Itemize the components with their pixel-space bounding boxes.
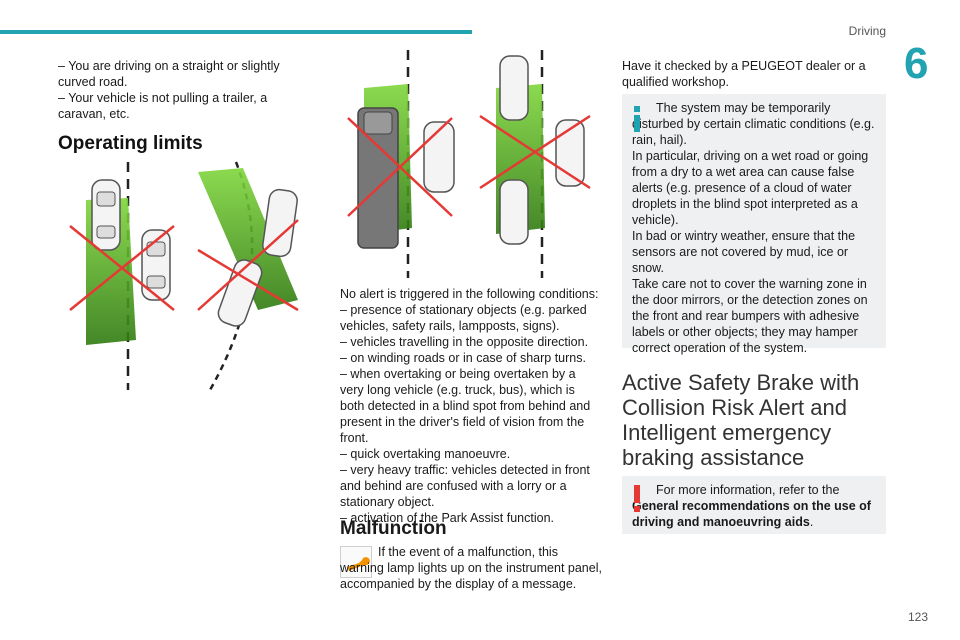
chapter-number: 6 xyxy=(904,39,929,88)
info-paragraph: In particular, driving on a wet road or … xyxy=(632,149,869,227)
list-item: – presence of stationary objects (e.g. p… xyxy=(340,303,587,333)
page-number: 123 xyxy=(907,610,928,624)
list-item: – activation of the Park Assist function… xyxy=(340,511,555,525)
conditions-list: – You are driving on a straight or sligh… xyxy=(58,58,318,122)
dealer-check-text: Have it checked by a PEUGEOT dealer or a… xyxy=(622,59,866,89)
list-item: – on winding roads or in case of sharp t… xyxy=(340,351,586,365)
info-note-box: The system may be temporarily disturbed … xyxy=(622,94,886,355)
list-item: – very heavy traffic: vehicles detected … xyxy=(340,463,590,509)
header-accent-bar xyxy=(0,30,472,34)
warning-text: For more information, refer to the Gener… xyxy=(632,482,876,530)
warning-link-text: General recommendations on the use of dr… xyxy=(632,499,871,529)
condition-line: – Your vehicle is not pulling a trailer,… xyxy=(58,91,268,121)
operating-limits-illustration-1 xyxy=(69,161,299,391)
list-item: – when overtaking or being overtaken by … xyxy=(340,367,591,445)
active-safety-brake-title: Active Safety Brake with Collision Risk … xyxy=(622,370,860,470)
warning-text-post: . xyxy=(809,515,814,529)
column-1: – You are driving on a straight or sligh… xyxy=(58,58,318,162)
info-paragraph: Take care not to cover the warning zone … xyxy=(632,277,868,355)
warning-text-pre: For more information, refer to the xyxy=(656,483,840,497)
no-alert-conditions: No alert is triggered in the following c… xyxy=(340,286,602,526)
wrench-warning-icon xyxy=(340,546,372,578)
exclamation-icon xyxy=(634,485,640,512)
operating-limits-heading: Operating limits xyxy=(58,133,203,154)
malfunction-heading: Malfunction xyxy=(340,518,447,539)
operating-limits-illustration-2 xyxy=(347,50,591,278)
condition-line: – You are driving on a straight or sligh… xyxy=(58,59,280,89)
warning-note-box: For more information, refer to the Gener… xyxy=(622,476,886,534)
list-item: – quick overtaking manoeuvre. xyxy=(340,447,511,461)
info-icon xyxy=(634,106,640,132)
list-item: – vehicles travelling in the opposite di… xyxy=(340,335,589,349)
no-alert-intro: No alert is triggered in the following c… xyxy=(340,287,599,301)
malfunction-text: If the event of a malfunction, this warn… xyxy=(340,545,602,591)
section-title: Driving xyxy=(848,24,886,38)
info-paragraph: The system may be temporarily disturbed … xyxy=(632,101,875,147)
info-paragraph: In bad or wintry weather, ensure that th… xyxy=(632,229,856,275)
